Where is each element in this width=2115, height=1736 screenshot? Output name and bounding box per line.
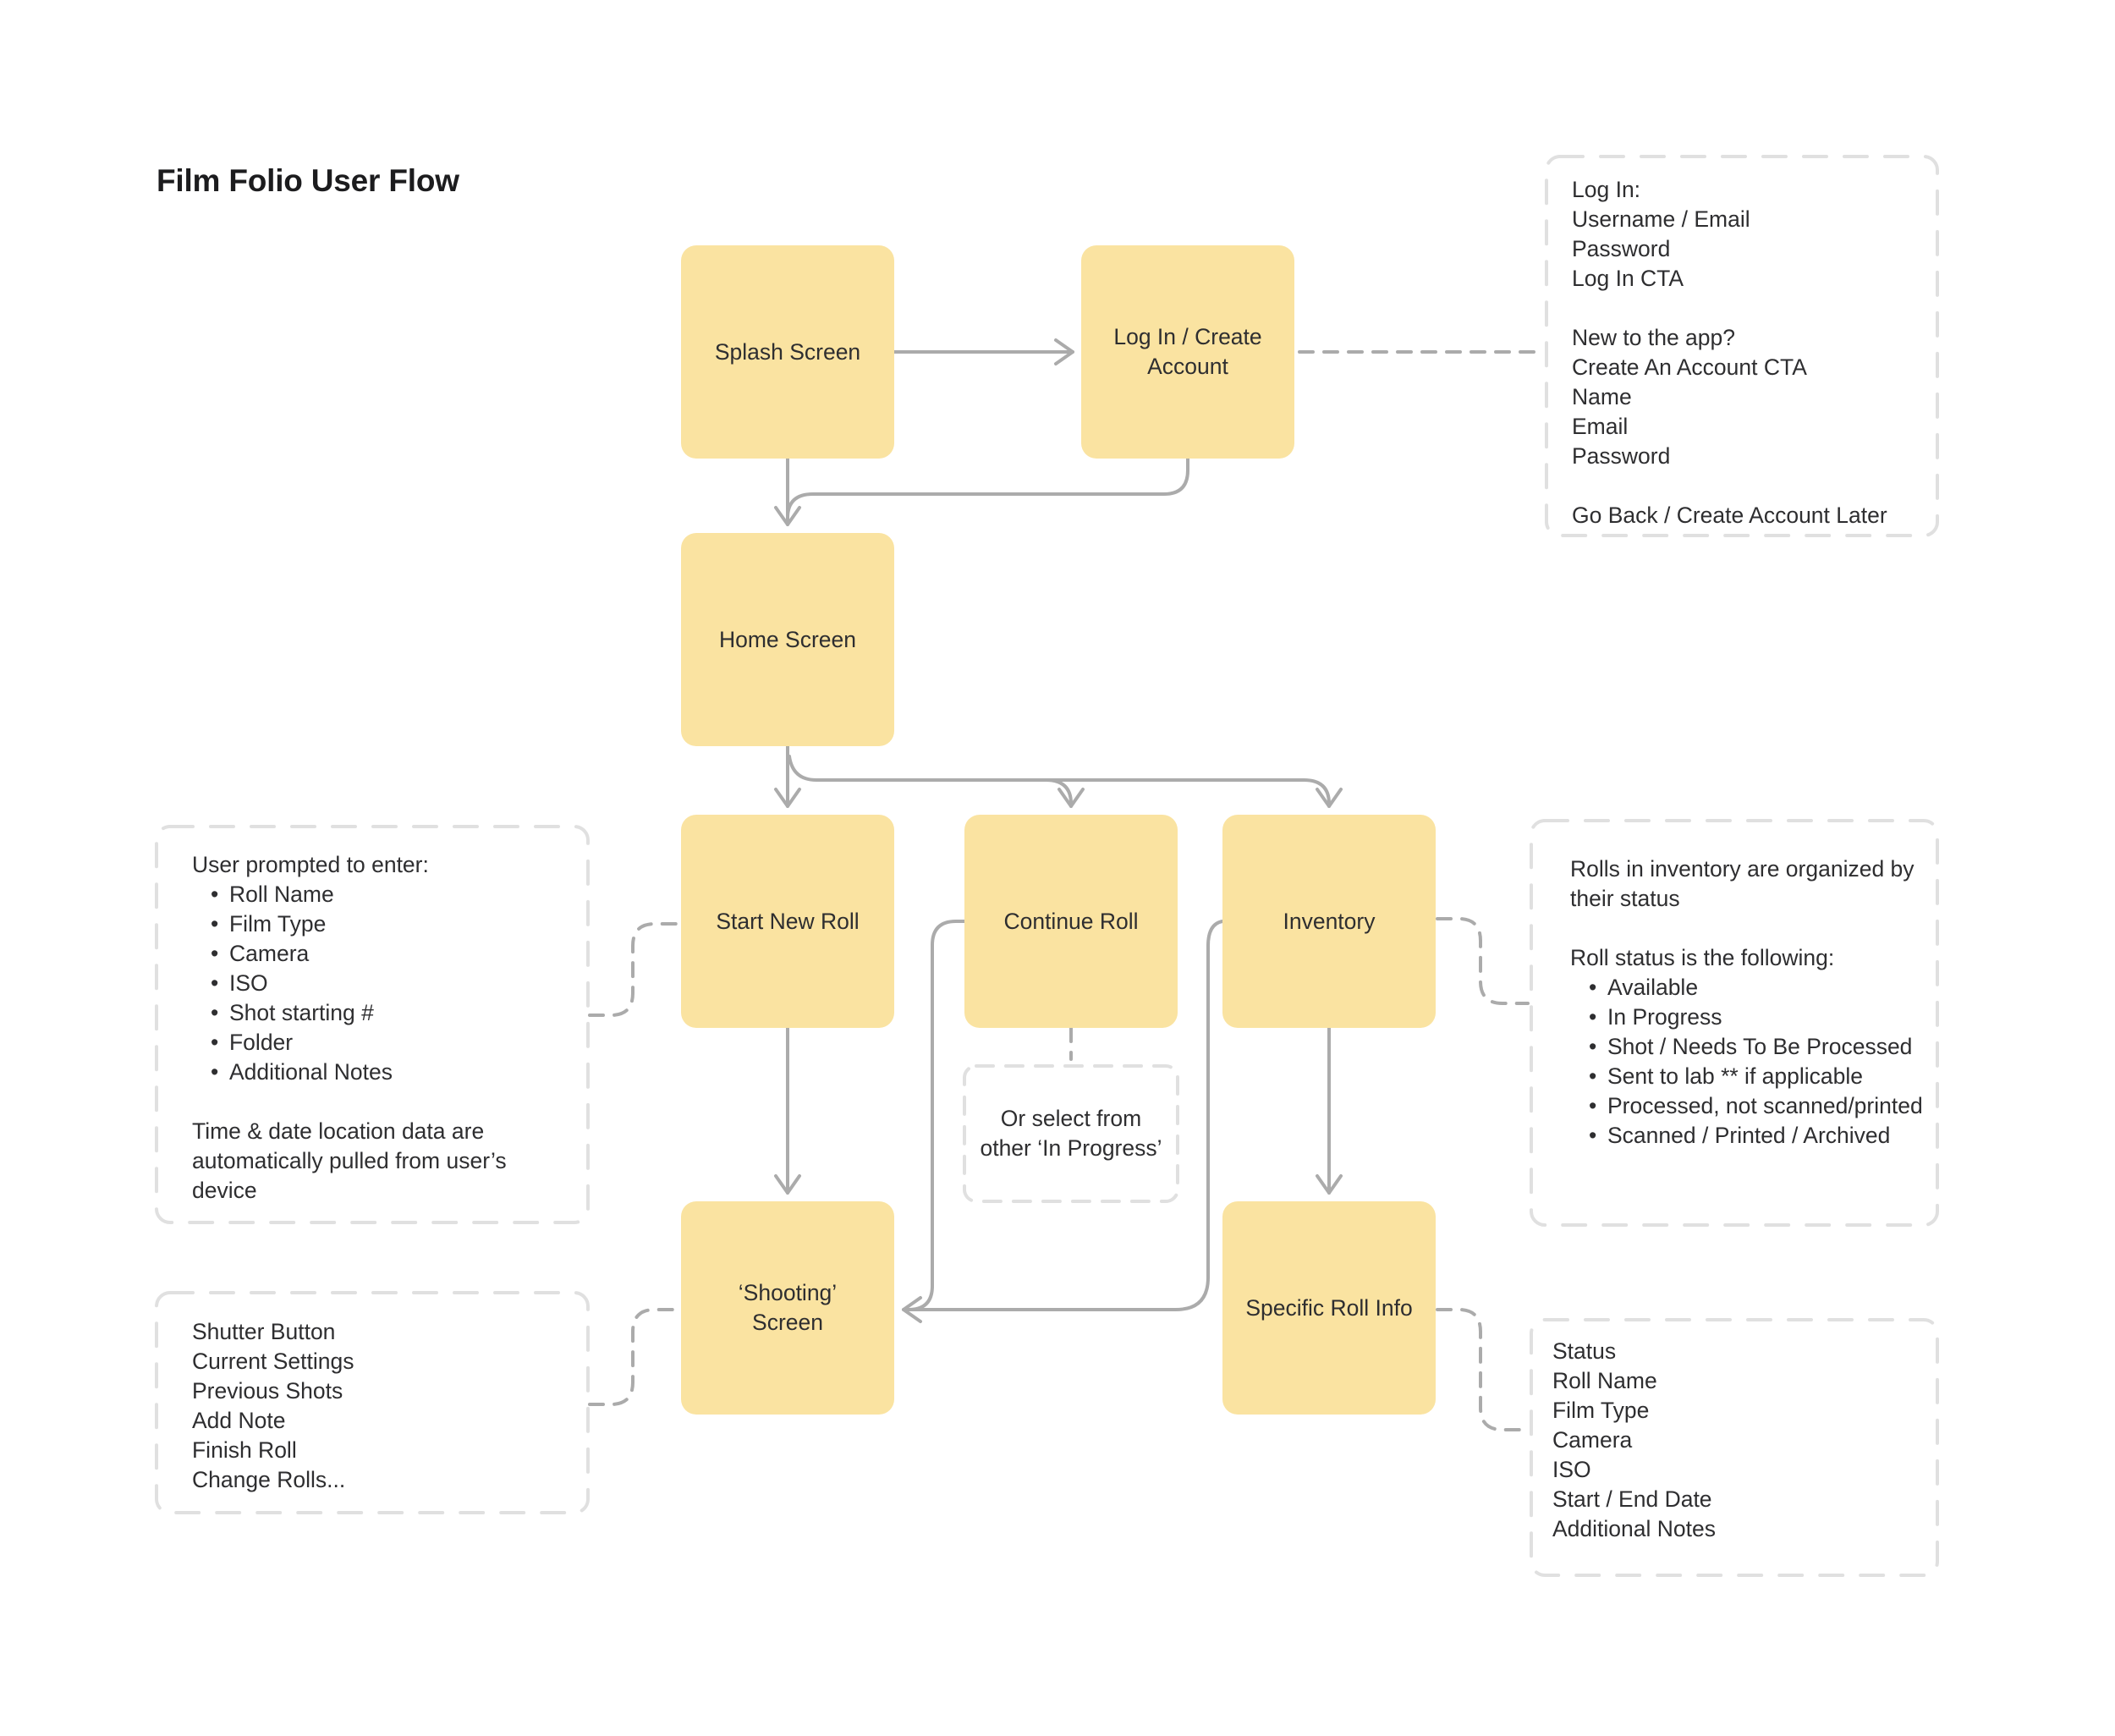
annotation-bullet: Roll Name — [192, 880, 530, 909]
annotation-bullet: Camera — [192, 939, 530, 969]
wire-continue-roll-to-shooting — [907, 920, 966, 1311]
annotation-bullet: Folder — [192, 1028, 530, 1058]
connector-shooting-controls-to-shooting — [588, 1308, 678, 1406]
annotation-bullet-list: AvailableIn ProgressShot / Needs To Be P… — [1570, 973, 1942, 1151]
annotation-line: ISO — [1552, 1457, 1591, 1482]
node-home-screen: Home Screen — [681, 533, 894, 746]
node-continue-roll: Continue Roll — [964, 815, 1178, 1028]
annotation-bullet: Additional Notes — [192, 1058, 530, 1087]
annotation-bullet: Shot / Needs To Be Processed — [1570, 1032, 1942, 1062]
annotation-line: Log In CTA — [1572, 266, 1684, 291]
annotation-line: Go Back / Create Account Later — [1572, 503, 1887, 528]
connector-new-roll-fields-to-start-new-roll — [588, 922, 678, 1017]
connector-specific-roll-info-to-roll-info-fields — [1436, 1308, 1530, 1431]
annotation-line — [1572, 294, 1887, 323]
annotation-line: Finish Roll — [192, 1437, 297, 1463]
node-splash-screen: Splash Screen — [681, 245, 894, 459]
arrow-home-to-inventory — [788, 755, 1343, 808]
annotation-bullet: Available — [1570, 973, 1942, 1003]
annotation-box-login-details — [1545, 155, 1939, 537]
annotation-line: Password — [1572, 236, 1671, 261]
annotation-bullet: Processed, not scanned/printed — [1570, 1091, 1942, 1121]
annotation-line: Current Settings — [192, 1349, 354, 1374]
annotation-line: Status — [1552, 1338, 1617, 1364]
annotation-bullet: ISO — [192, 969, 530, 998]
node-label: Home Screen — [718, 626, 856, 652]
annotation-line: Email — [1572, 414, 1629, 439]
annotation-bullet: Shot starting # — [192, 998, 530, 1028]
spacer — [192, 1087, 530, 1117]
annotation-intro: Rolls in inventory are organized by thei… — [1570, 856, 1914, 911]
annotation-bullet: In Progress — [1570, 1003, 1942, 1032]
node-label: Log In / Create Account — [1113, 324, 1262, 379]
annotation-box-shooting-controls — [155, 1291, 590, 1514]
annotation-inventory-statuses: Rolls in inventory are organized by thei… — [1570, 854, 1942, 1151]
annotation-line: Previous Shots — [192, 1378, 343, 1404]
annotation-line: New to the app? — [1572, 325, 1735, 350]
node-shooting-screen: ‘Shooting’ Screen — [681, 1201, 894, 1415]
annotation-line: Camera — [1552, 1427, 1633, 1453]
node-start-new-roll: Start New Roll — [681, 815, 894, 1028]
node-label: Specific Roll Info — [1245, 1294, 1413, 1321]
node-login-create-account: Log In / Create Account — [1081, 245, 1294, 459]
annotation-bullet: Sent to lab ** if applicable — [1570, 1062, 1942, 1091]
annotation-line: Shutter Button — [192, 1319, 336, 1344]
annotation-line: Create An Account CTA — [1572, 354, 1807, 380]
annotation-line: Username / Email — [1572, 206, 1750, 232]
wire-login-to-home-merge — [786, 457, 1189, 519]
or-select-note: Or select from other ‘In Progress’ — [964, 1066, 1178, 1201]
annotation-heading: Roll status is the following: — [1570, 945, 1835, 970]
annotation-line: Log In: — [1572, 177, 1641, 202]
node-label: Start New Roll — [716, 908, 860, 934]
or-select-note-outline — [963, 1064, 1179, 1203]
annotation-line: Add Note — [192, 1408, 286, 1433]
annotation-intro: User prompted to enter: — [192, 852, 429, 877]
annotation-bullet: Film Type — [192, 909, 530, 939]
annotation-line: Change Rolls... — [192, 1467, 346, 1492]
spacer — [1570, 914, 1942, 943]
annotation-line: Password — [1572, 443, 1671, 469]
annotation-line: Start / End Date — [1552, 1486, 1712, 1512]
annotation-line: Film Type — [1552, 1398, 1650, 1423]
annotation-line: Additional Notes — [1552, 1516, 1716, 1541]
annotation-line: Roll Name — [1552, 1368, 1657, 1393]
node-inventory: Inventory — [1222, 815, 1436, 1028]
arrow-home-to-continue-roll — [1044, 778, 1085, 808]
connector-inventory-to-inventory-statuses — [1436, 917, 1530, 1005]
node-label: Continue Roll — [1003, 908, 1139, 934]
arrow-inventory-to-shooting — [902, 920, 1224, 1323]
annotation-box-new-roll-fields — [155, 825, 590, 1224]
node-label: Inventory — [1283, 908, 1376, 934]
or-select-note-line1: Or select from — [1000, 1106, 1142, 1131]
node-label: Splash Screen — [714, 338, 861, 365]
annotation-bullet: Scanned / Printed / Archived — [1570, 1121, 1942, 1151]
node-label: ‘Shooting’ Screen — [738, 1280, 838, 1335]
annotation-line: Name — [1572, 384, 1632, 409]
page-title: Film Folio User Flow — [157, 163, 459, 198]
annotation-footer: Time & date location data are automatica… — [192, 1118, 507, 1203]
annotation-line — [1572, 471, 1887, 501]
node-specific-roll-info: Specific Roll Info — [1222, 1201, 1436, 1415]
or-select-note-line2: other ‘In Progress’ — [980, 1135, 1162, 1161]
